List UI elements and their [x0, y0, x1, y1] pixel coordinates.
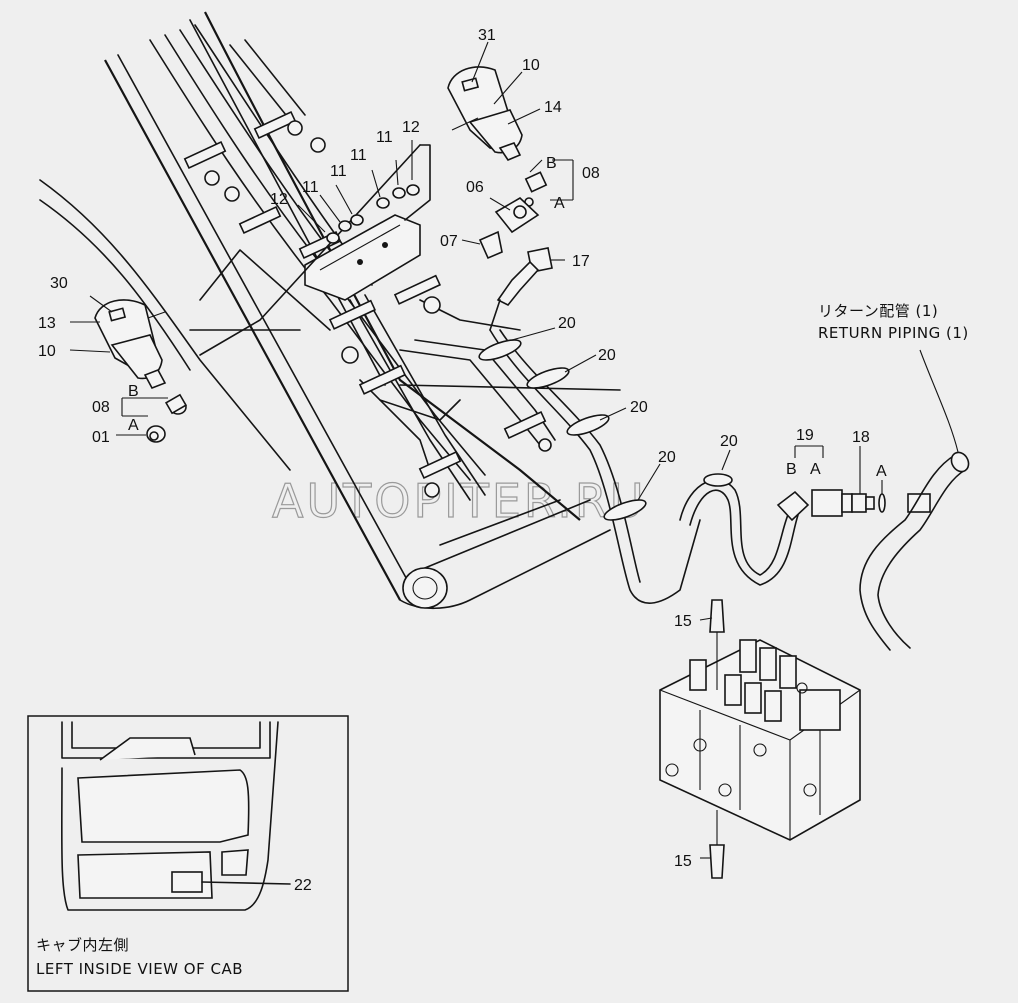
label-11-c: 11 — [330, 163, 347, 180]
label-10-upper: 10 — [522, 57, 540, 74]
label-12-upper: 12 — [402, 119, 420, 136]
label-a-lower: A — [128, 417, 139, 434]
label-b-upper: B — [546, 155, 557, 172]
label-20-e: 20 — [720, 433, 738, 450]
label-b-lower: B — [128, 383, 139, 400]
boom — [39, 11, 621, 610]
label-01: 01 — [92, 429, 110, 446]
return-piping-en: RETURN PIPING (1) — [818, 324, 969, 342]
pressure-switch-lower — [94, 299, 167, 389]
label-17: 17 — [572, 253, 590, 270]
label-11-b: 11 — [350, 147, 367, 164]
leader-lines — [69, 41, 959, 859]
pressure-switch-upper — [447, 66, 523, 161]
return-pipe — [859, 451, 970, 651]
return-piping-jp: リターン配管 (1) — [818, 302, 938, 320]
label-18: 18 — [852, 429, 870, 446]
label-a-oring: A — [876, 463, 887, 480]
return-hoses — [478, 329, 799, 604]
label-07: 07 — [440, 233, 458, 250]
control-valve — [659, 599, 861, 879]
label-20-b: 20 — [598, 347, 616, 364]
cab-view-en: LEFT INSIDE VIEW OF CAB — [36, 960, 243, 978]
label-a-adapter: A — [810, 461, 821, 478]
label-08-lower: 08 — [92, 399, 110, 416]
label-a-upper: A — [554, 195, 565, 212]
label-14: 14 — [544, 99, 562, 116]
label-31: 31 — [478, 27, 496, 44]
label-30: 30 — [50, 275, 68, 292]
label-19: 19 — [796, 427, 814, 444]
part-number-labels: 31 10 14 B 08 A 06 07 17 12 11 11 11 11 … — [38, 27, 887, 894]
label-15-upper: 15 — [674, 613, 692, 630]
label-b-adapter: B — [786, 461, 797, 478]
label-20-a: 20 — [558, 315, 576, 332]
label-20-c: 20 — [630, 399, 648, 416]
watermark: AUTOPITER.RU — [272, 474, 647, 528]
label-06: 06 — [466, 179, 484, 196]
cab-view-jp: キャブ内左側 — [36, 936, 129, 954]
label-12-lower: 12 — [270, 191, 288, 208]
label-10-lower: 10 — [38, 343, 56, 360]
label-22: 22 — [294, 877, 312, 894]
label-08-upper: 08 — [582, 165, 600, 182]
nuts-washers — [326, 184, 420, 244]
mounting-bracket — [199, 144, 431, 356]
fittings — [146, 171, 553, 443]
label-20-d: 20 — [658, 449, 676, 466]
cab-inset — [27, 715, 349, 992]
label-11-d: 11 — [302, 179, 319, 196]
label-11-a: 11 — [376, 129, 393, 146]
label-13: 13 — [38, 315, 56, 332]
label-15-lower: 15 — [674, 853, 692, 870]
